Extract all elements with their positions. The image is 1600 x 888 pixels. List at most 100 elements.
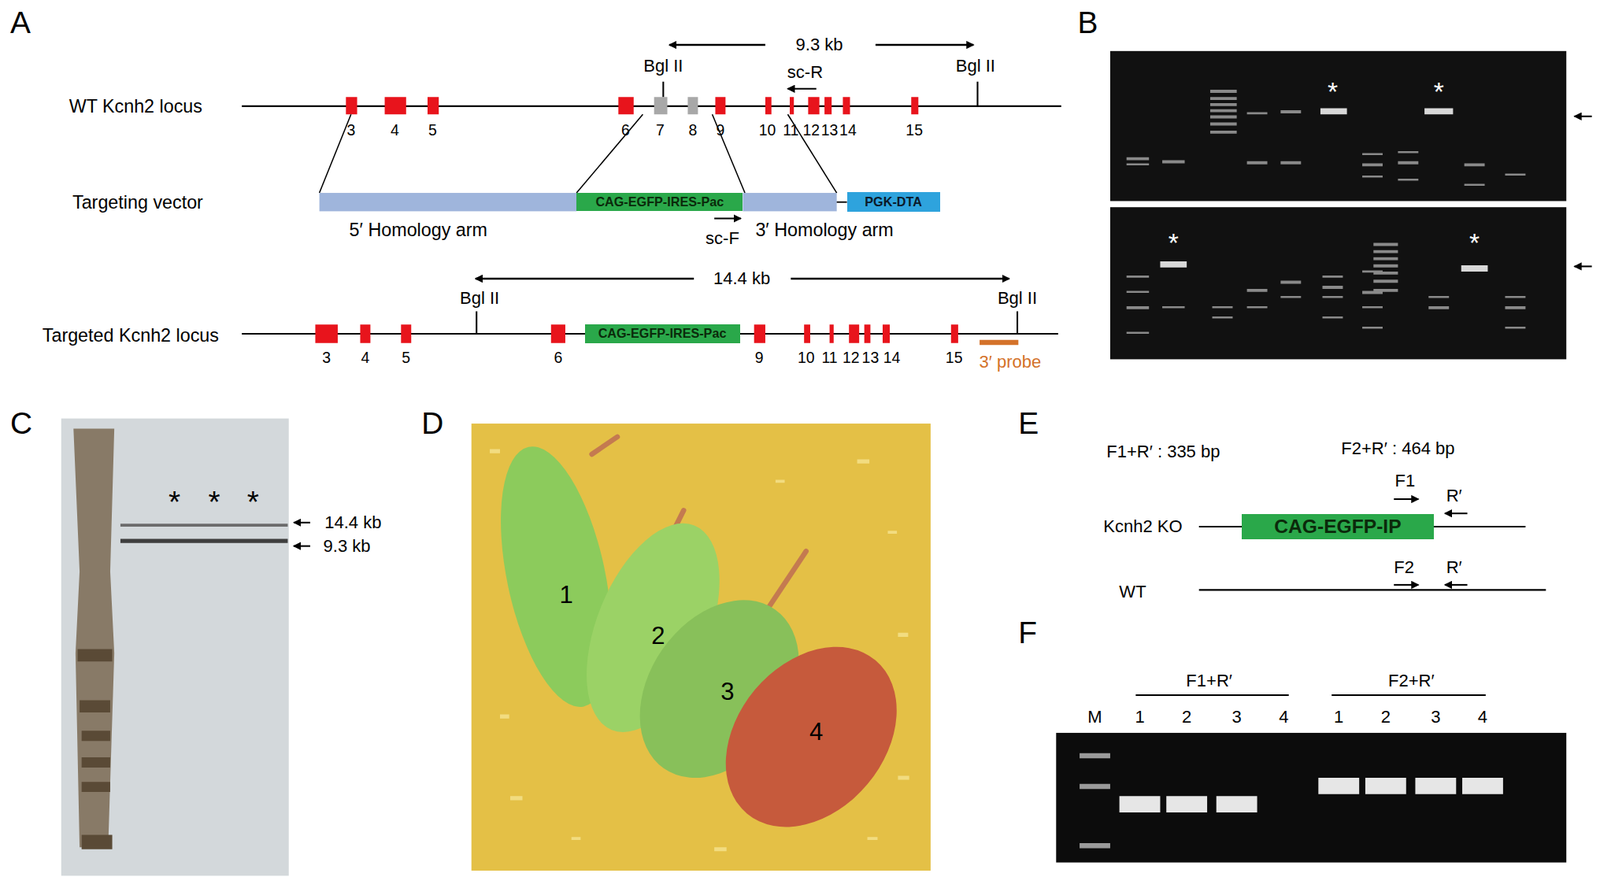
primer-label: F1	[1395, 471, 1416, 491]
cassette-box: CAG-EGFP-IP	[1241, 514, 1434, 540]
primer-arrow	[1393, 584, 1419, 586]
exon-number: 12	[802, 122, 820, 139]
pup-number: 2	[651, 622, 665, 650]
lane-label: 2	[1381, 707, 1391, 727]
panel-letter: C	[10, 407, 33, 441]
gel-bands	[1126, 89, 1526, 334]
lane-label: 4	[1278, 707, 1289, 727]
band-arrow	[1574, 265, 1593, 267]
clone-marker: *	[208, 485, 221, 520]
lane-bracket	[1135, 694, 1289, 697]
lane-group: F1+R′	[1185, 671, 1233, 691]
primer-arrow	[787, 88, 816, 90]
clone-marker: *	[1433, 77, 1445, 107]
exon-number: 6	[553, 349, 563, 367]
homology-line	[576, 114, 643, 193]
lane-label: 2	[1181, 707, 1192, 727]
size-arrow	[875, 44, 974, 47]
exon-number: 11	[821, 349, 838, 367]
exon-number: 11	[782, 122, 799, 139]
panel-letter: F	[1018, 616, 1038, 651]
band-arrow	[1574, 115, 1593, 118]
targeted-locus	[241, 278, 1059, 345]
target-band	[1159, 107, 1488, 271]
exon-box	[314, 324, 958, 343]
panel-letter: B	[1077, 6, 1098, 41]
clone-marker: *	[1168, 228, 1179, 258]
deleted-exon	[654, 96, 699, 115]
site-tick	[1016, 311, 1019, 334]
lane-label: 3	[1232, 707, 1242, 727]
primer-label: sc-R	[787, 62, 823, 82]
arm-label: 3′ Homology arm	[755, 220, 893, 241]
cassette-box: CAG-EGFP-IRES-Pac	[576, 192, 743, 212]
clone-marker: *	[1469, 228, 1480, 258]
exon-number: 5	[428, 122, 438, 139]
pup-tail	[592, 437, 618, 455]
primer-label: F2	[1393, 558, 1415, 578]
pup-wildtype	[690, 613, 932, 862]
site-tick	[976, 81, 978, 107]
gel-image	[1110, 207, 1567, 360]
primer-arrow	[1444, 584, 1468, 586]
site-label: Bgl II	[459, 288, 500, 308]
size-arrow	[669, 44, 766, 47]
homology-line	[712, 114, 745, 193]
lane-label: 1	[1333, 707, 1344, 727]
primer-arrow	[714, 217, 741, 219]
primer-arrow	[1444, 512, 1468, 515]
blot-band	[120, 523, 289, 527]
blot-image	[61, 418, 289, 877]
arm-label: 5′ Homology arm	[349, 220, 488, 241]
row-label: WT Kcnh2 locus	[69, 96, 203, 118]
exon-number: 3	[322, 349, 331, 367]
exon-number: 5	[401, 349, 411, 367]
box-text: CAG-EGFP-IRES-Pac	[598, 326, 727, 341]
lane-bracket	[1331, 694, 1486, 697]
blot-band	[120, 539, 289, 544]
exon-number: 13	[821, 122, 839, 139]
homology-arm	[742, 192, 837, 212]
row-label: Targeted Kcnh2 locus	[42, 325, 219, 347]
exon-number: 14	[883, 349, 901, 367]
pup-number: 3	[720, 678, 734, 706]
size-label: 9.3 kb	[323, 537, 371, 556]
exon-number: 3	[346, 122, 356, 139]
exon-number: 9	[755, 349, 764, 367]
primer-label: R′	[1446, 558, 1463, 578]
homology-lines	[319, 114, 838, 193]
lane-label: M	[1087, 707, 1102, 727]
site-label: Bgl II	[643, 56, 683, 76]
panel-letter: E	[1018, 407, 1039, 441]
row-label: Targeting vector	[72, 192, 204, 214]
size-arrow	[475, 277, 694, 281]
band-arrow	[293, 522, 311, 524]
size-arrow	[790, 277, 1009, 281]
homology-arm	[319, 192, 578, 212]
lane-label: 1	[1134, 707, 1145, 727]
pup-tail	[765, 551, 807, 613]
size-label: 14.4 kb	[324, 513, 382, 533]
primer-arrow	[1393, 498, 1419, 500]
site-label: Bgl II	[955, 56, 996, 76]
selection-box: PGK-DTA	[847, 192, 941, 212]
exon-number: 15	[905, 122, 923, 139]
panel-letter: D	[421, 407, 444, 441]
exon-number: 6	[621, 122, 630, 139]
exon-number: 4	[390, 122, 400, 139]
exon-number: 4	[361, 349, 371, 367]
primer-label: R′	[1446, 486, 1463, 506]
gel-image	[1110, 51, 1567, 202]
exon-number: 10	[797, 349, 815, 367]
size-label: 9.3 kb	[796, 35, 844, 55]
ladder-band	[77, 649, 112, 850]
locus-line	[241, 105, 1062, 108]
site-label: Bgl II	[997, 288, 1038, 308]
pup-number: 4	[809, 718, 823, 746]
exon-number: 10	[759, 122, 777, 139]
probe-label: 3′ probe	[979, 352, 1042, 372]
product-size: F1+R′ : 335 bp	[1106, 442, 1220, 462]
primer-label: sc-F	[705, 229, 740, 249]
exon-number: 8	[688, 122, 698, 139]
